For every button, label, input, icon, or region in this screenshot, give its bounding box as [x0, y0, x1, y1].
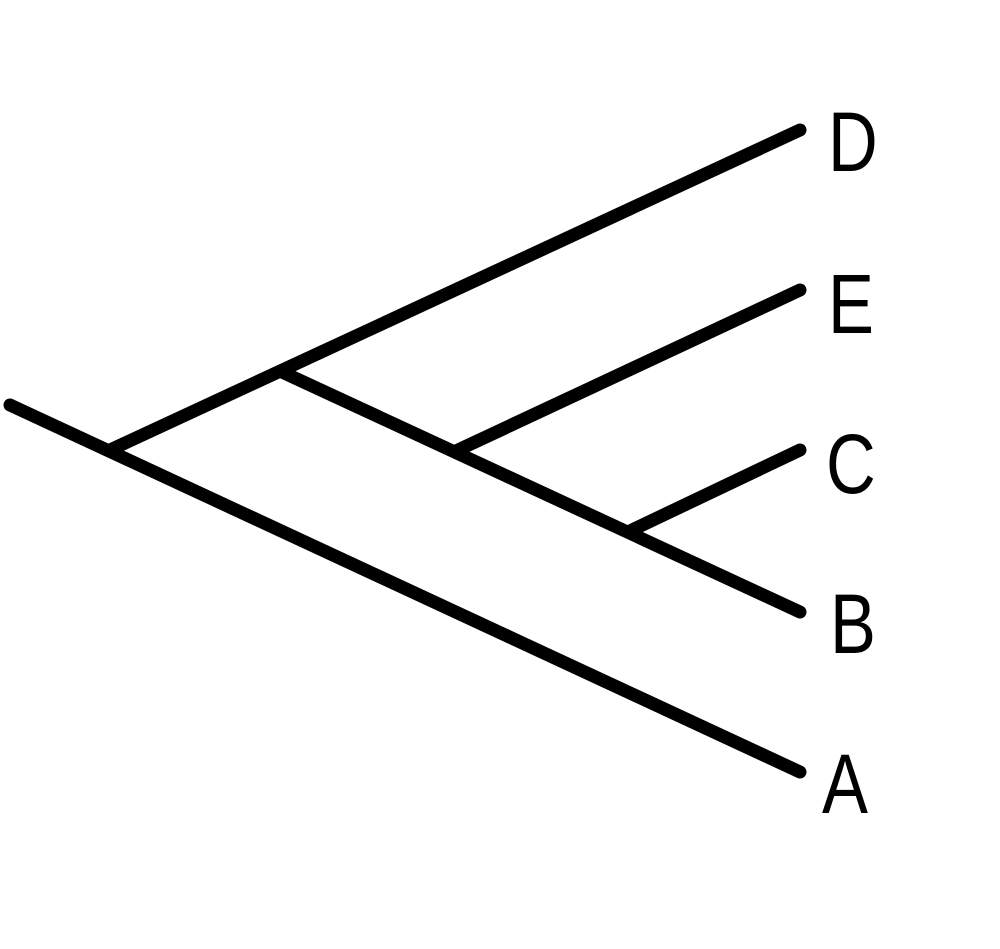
branch-root-to-A: [3, 398, 807, 779]
taxon-label-c: C: [826, 417, 876, 511]
branch-node1-to-D: [103, 123, 807, 457]
taxon-label-b: B: [830, 577, 876, 671]
branch-node4-to-C: [625, 443, 807, 537]
taxon-label-d: D: [828, 95, 878, 189]
taxon-label-a: A: [822, 737, 868, 831]
taxon-label-e: E: [828, 257, 874, 351]
branch-node3-to-E: [451, 283, 807, 457]
branch-node2-to-B: [275, 365, 807, 619]
